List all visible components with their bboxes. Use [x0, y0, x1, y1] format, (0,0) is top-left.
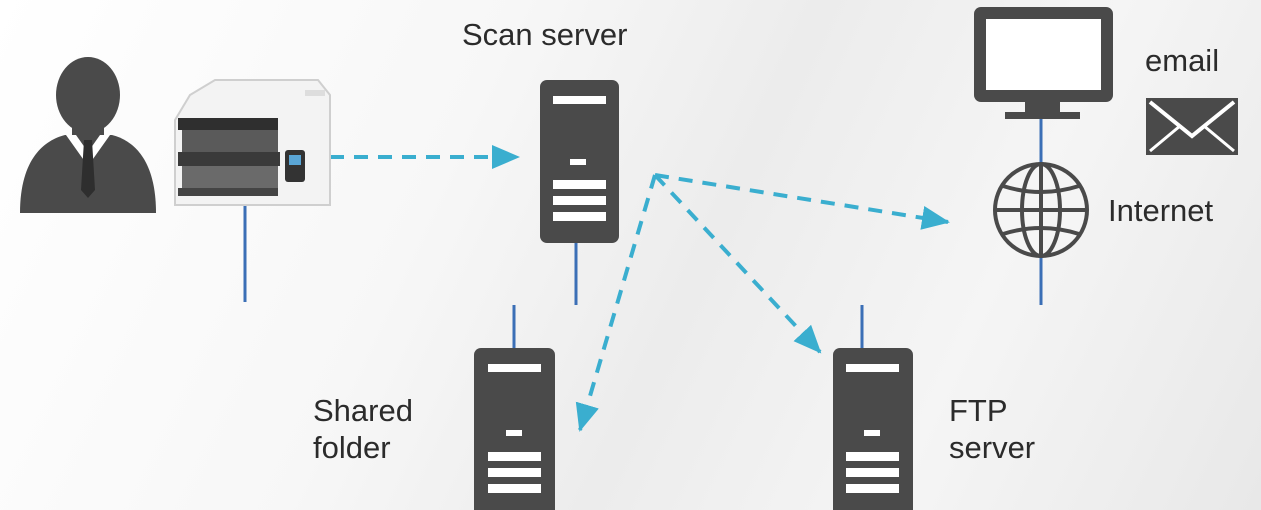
arrow-scan-server-to-internet [654, 173, 950, 230]
data-flow-arrows [330, 145, 950, 432]
scan-server-label: Scan server [462, 17, 628, 52]
ftp-server-label-line-2: server [949, 430, 1036, 466]
network-lines [243, 115, 1043, 352]
user-icon [20, 57, 156, 213]
globe-icon [993, 162, 1089, 258]
scanner-icon [174, 79, 331, 206]
monitor-icon [974, 7, 1113, 119]
shared-folder-label-line-2: folder [313, 430, 391, 466]
shared-folder-server-icon [474, 348, 555, 510]
ftp-server-label-line-1: FTP [949, 393, 1008, 428]
scan-server-icon [540, 80, 619, 243]
ftp-server-label: FTP server [949, 392, 1035, 466]
internet-label: Internet [1108, 193, 1214, 228]
shared-folder-label: Shared folder [313, 392, 413, 466]
envelope-icon [1146, 98, 1238, 155]
email-label: email [1145, 43, 1220, 78]
arrow-scan-server-to-shared-folder [575, 174, 657, 432]
ftp-server-icon [833, 348, 913, 510]
shared-folder-label-line-1: Shared [313, 393, 413, 428]
arrow-scan-server-to-ftp-server [653, 173, 822, 354]
